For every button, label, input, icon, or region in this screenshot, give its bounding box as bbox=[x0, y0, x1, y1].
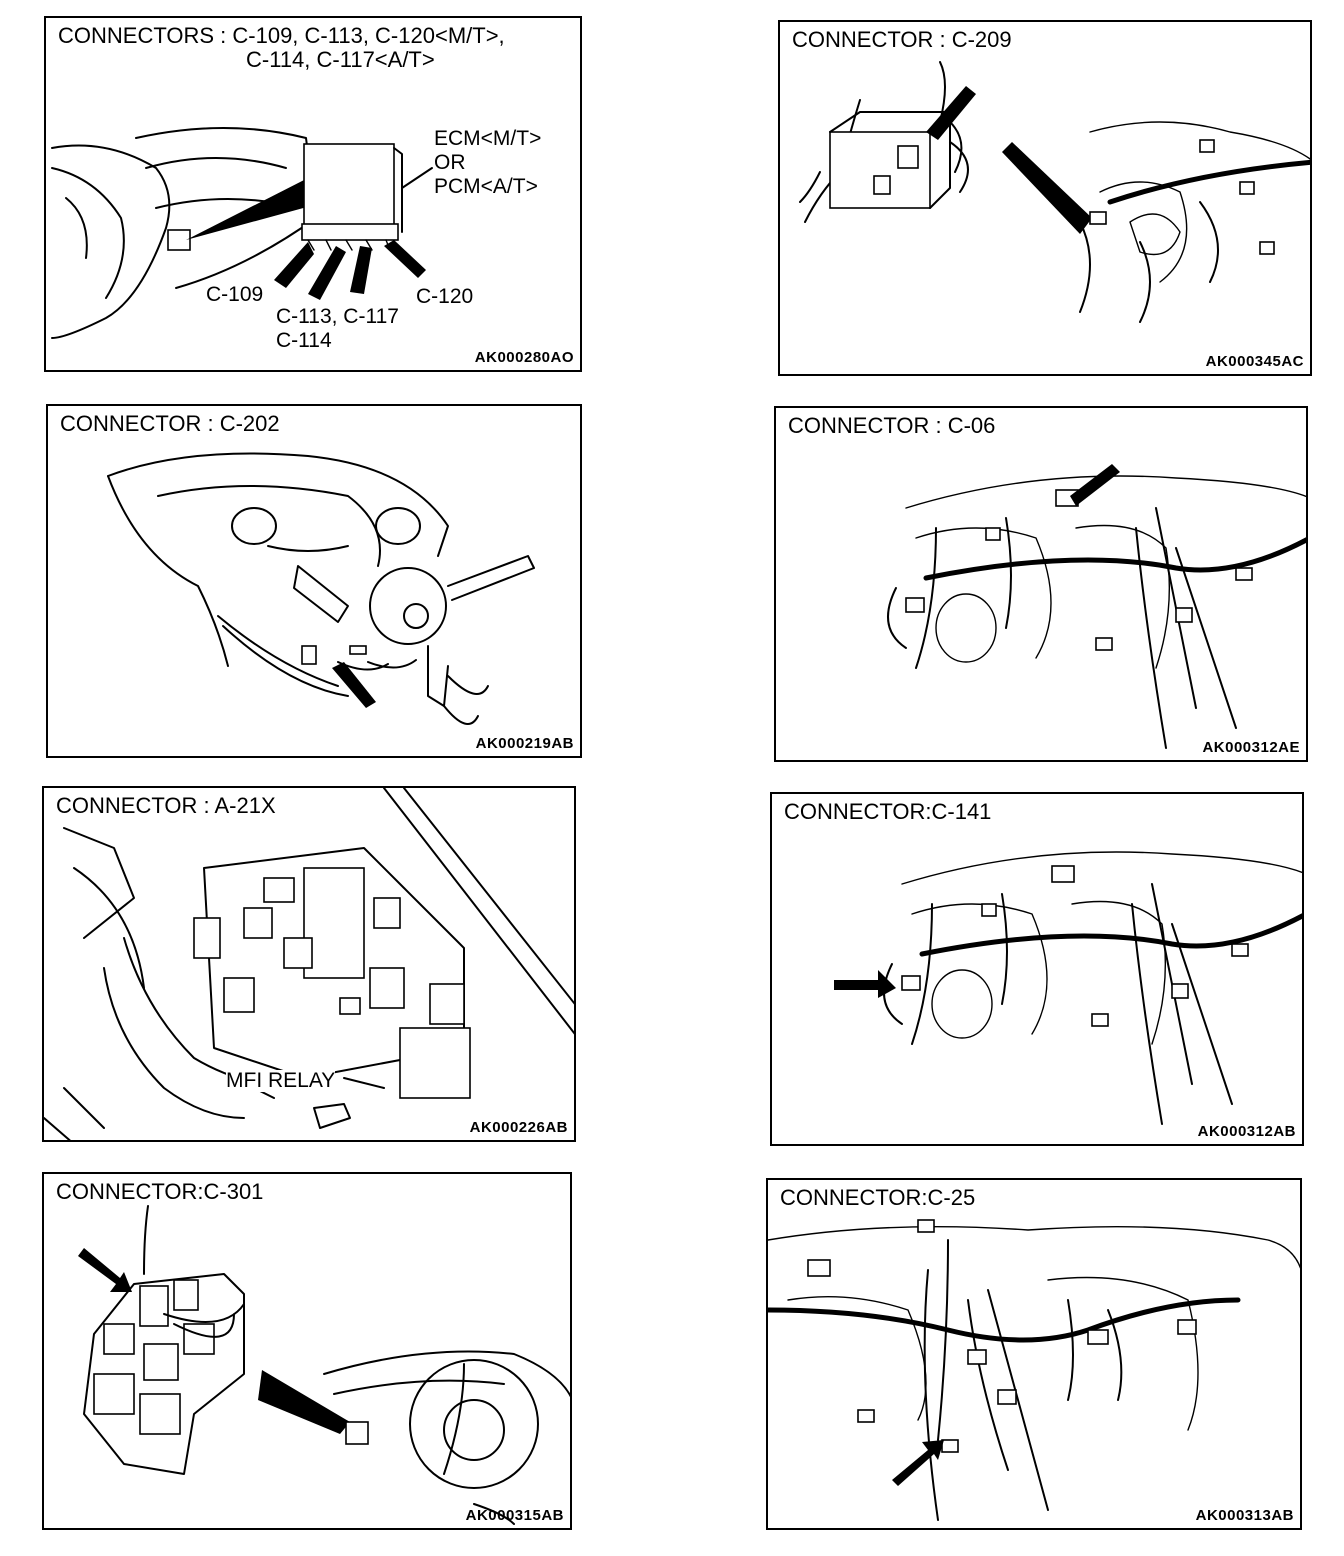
figure-code: AK000226AB bbox=[469, 1119, 568, 1136]
panel-title: CONNECTOR : C-06 bbox=[788, 413, 996, 438]
pointer-wedge-icon bbox=[258, 1370, 350, 1434]
panel-c141: CONNECTOR:C-141 AK000312AB bbox=[770, 792, 1304, 1146]
arrow-icon bbox=[926, 86, 976, 140]
panel-title: CONNECTOR:C-141 bbox=[784, 799, 992, 824]
panel-a21x: CONNECTOR : A-21X MFI RELAY AK000226AB bbox=[42, 786, 576, 1142]
mfi-relay-label: MFI RELAY bbox=[226, 1069, 336, 1092]
figure-code: AK000312AE bbox=[1202, 739, 1300, 756]
arrow-icon bbox=[834, 970, 896, 998]
c114-label: C-114 bbox=[276, 329, 332, 352]
arrow-icon bbox=[78, 1248, 132, 1292]
figure-code: AK000219AB bbox=[475, 735, 574, 752]
arrow-icon bbox=[1070, 464, 1120, 506]
figure-code: AK000315AB bbox=[465, 1507, 564, 1524]
dash-harness-illustration bbox=[887, 464, 1306, 749]
pcm-label: PCM<A/T> bbox=[434, 175, 538, 198]
panel-title: CONNECTOR : A-21X bbox=[56, 793, 276, 818]
panel-c209: CONNECTOR : C-209 AK000345AC bbox=[778, 20, 1312, 376]
pointer-wedge-icon bbox=[1002, 142, 1092, 234]
relay-box-illustration bbox=[44, 788, 574, 1140]
c109-label: C-109 bbox=[206, 283, 264, 306]
panel-c25: CONNECTOR:C-25 AK000313AB bbox=[766, 1178, 1302, 1530]
or-label: OR bbox=[434, 151, 466, 174]
steering-column-illustration bbox=[107, 452, 535, 725]
pointer-wedge-icon bbox=[186, 178, 318, 240]
panel-title: CONNECTORS : C-109, C-113, C-120<M/T>,C-… bbox=[58, 23, 505, 72]
panel-title: CONNECTOR:C-25 bbox=[780, 1185, 976, 1210]
arrow-icon bbox=[332, 662, 376, 708]
panel-c202: CONNECTOR : C-202 AK000219AB bbox=[46, 404, 582, 758]
panel-title: CONNECTOR:C-301 bbox=[56, 1179, 264, 1204]
figure-code: AK000312AB bbox=[1197, 1123, 1296, 1140]
figure-code: AK000345AC bbox=[1205, 353, 1304, 370]
panel-c06: CONNECTOR : C-06 AK000312AE bbox=[774, 406, 1308, 762]
junction-block-illustration bbox=[78, 1205, 570, 1525]
dash-harness-illustration bbox=[799, 61, 1310, 323]
panel-title: CONNECTOR : C-209 bbox=[792, 27, 1012, 52]
panel-c301: CONNECTOR:C-301 AK000315AB bbox=[42, 1172, 572, 1530]
dash-harness-illustration bbox=[768, 1219, 1300, 1521]
panel-c109-c113-c120: CONNECTORS : C-109, C-113, C-120<M/T>,C-… bbox=[44, 16, 582, 372]
c120-label: C-120 bbox=[416, 285, 474, 308]
ecm-label: ECM<M/T> bbox=[434, 127, 542, 150]
arrow-icon bbox=[274, 242, 314, 288]
arrow-icon bbox=[308, 246, 346, 300]
dashboard-ecm-illustration bbox=[51, 127, 433, 339]
arrow-icon bbox=[350, 246, 372, 294]
arrow-icon bbox=[892, 1440, 944, 1486]
figure-code: AK000313AB bbox=[1195, 1507, 1294, 1524]
dash-harness-illustration bbox=[834, 851, 1302, 1125]
panel-title: CONNECTOR : C-202 bbox=[60, 411, 280, 436]
arrow-icon bbox=[384, 240, 426, 278]
figure-code: AK000280AO bbox=[474, 349, 574, 366]
c113-c117-label: C-113, C-117 bbox=[276, 305, 399, 328]
